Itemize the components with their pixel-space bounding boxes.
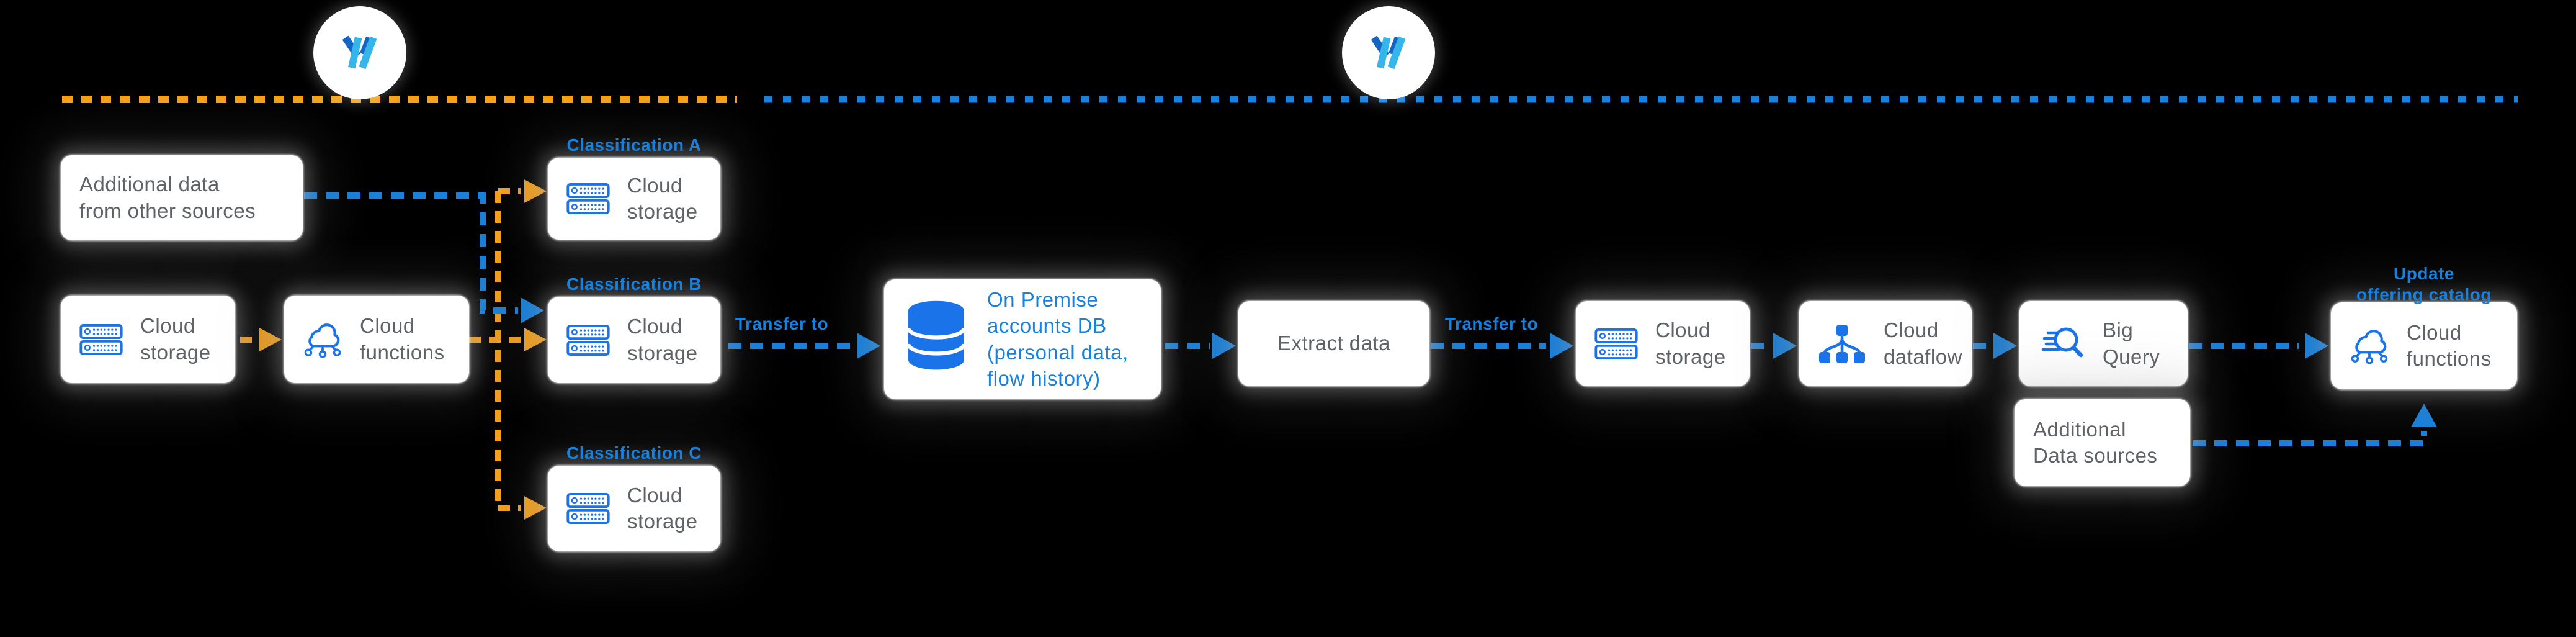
database-icon bbox=[903, 300, 970, 379]
classification-c-label: Classification C bbox=[566, 443, 702, 463]
node-cloud-dataflow: Cloud dataflow bbox=[1799, 301, 1972, 386]
node-cloud-storage-left: Cloud storage bbox=[61, 296, 235, 383]
classification-a-label: Classification A bbox=[566, 135, 702, 155]
node-label: Cloud storage bbox=[627, 173, 698, 223]
search-magnifier-icon bbox=[2038, 325, 2085, 363]
arrowhead-classa-orange bbox=[524, 179, 547, 203]
node-label: Big Query bbox=[2103, 318, 2160, 368]
node-label: Cloud storage bbox=[627, 315, 698, 364]
update-offering-catalog-label: Update offering catalog bbox=[2356, 264, 2492, 305]
node-cloud-functions-right: Cloud functions bbox=[2331, 302, 2517, 389]
arrowhead-extract-blue bbox=[1212, 333, 1236, 359]
arrowhead-functions-bottom-blue bbox=[2411, 404, 2437, 427]
node-label: Additional Data sources bbox=[2033, 417, 2158, 467]
node-additional-data: Additional data from other sources bbox=[61, 155, 303, 240]
logo-badge-left bbox=[313, 6, 406, 99]
node-extract-data: Extract data bbox=[1238, 301, 1429, 386]
node-label: Additional data from other sources bbox=[79, 173, 256, 222]
arrowhead-functions-right-blue bbox=[2305, 333, 2328, 359]
logo-badge-right bbox=[1342, 6, 1435, 99]
node-label: Cloud storage bbox=[627, 483, 698, 533]
node-label: Cloud functions bbox=[2407, 320, 2492, 370]
edge-additionalsources-to-functions-blue bbox=[2193, 431, 2427, 446]
node-classification-a-storage: Cloud storage bbox=[548, 158, 720, 240]
arrowhead-classc-orange bbox=[524, 496, 547, 520]
arrowhead-bigquery-blue bbox=[1993, 333, 2017, 359]
transfer-to-label-1: Transfer to bbox=[735, 314, 829, 333]
node-label: Cloud dataflow bbox=[1884, 318, 1962, 368]
node-label: Cloud storage bbox=[1655, 318, 1726, 368]
node-label: Extract data bbox=[1277, 332, 1391, 355]
server-stack-icon bbox=[79, 323, 123, 355]
node-label: Cloud functions bbox=[360, 314, 445, 364]
cloud-functions-icon bbox=[303, 320, 342, 359]
server-stack-icon bbox=[566, 324, 610, 356]
node-cloud-storage-right: Cloud storage bbox=[1576, 301, 1750, 386]
node-classification-c-storage: Cloud storage bbox=[548, 466, 720, 551]
node-classification-b-storage: Cloud storage bbox=[548, 297, 720, 383]
transfer-to-label-2: Transfer to bbox=[1444, 314, 1539, 333]
arrowhead-storage-right-blue bbox=[1550, 333, 1573, 359]
cloud-functions-icon bbox=[2350, 326, 2389, 366]
node-big-query: Big Query bbox=[2019, 301, 2188, 386]
node-on-premise-db: On Premise accounts DB (personal data, f… bbox=[884, 279, 1161, 399]
server-stack-icon bbox=[1594, 328, 1638, 359]
node-label: Cloud storage bbox=[140, 314, 211, 364]
arrowhead-dataflow-blue bbox=[1773, 333, 1797, 359]
edge-additionaldata-to-classb-blue bbox=[304, 192, 518, 314]
dataflow-tree-icon bbox=[1818, 323, 1866, 364]
server-stack-icon bbox=[566, 493, 610, 524]
arrowhead-db-blue bbox=[857, 333, 880, 359]
w-logo-icon bbox=[1364, 35, 1413, 71]
arrowhead-functions-orange bbox=[259, 328, 282, 351]
server-stack-icon bbox=[566, 183, 610, 214]
node-cloud-functions-left: Cloud functions bbox=[284, 296, 469, 383]
w-logo-icon bbox=[336, 35, 384, 71]
node-additional-data-sources: Additional Data sources bbox=[2015, 399, 2190, 486]
arrowhead-classb-orange bbox=[524, 328, 547, 351]
classification-b-label: Classification B bbox=[566, 274, 702, 294]
node-label: On Premise accounts DB (personal data, f… bbox=[987, 288, 1129, 390]
arrowhead-classb-blue bbox=[521, 297, 544, 323]
